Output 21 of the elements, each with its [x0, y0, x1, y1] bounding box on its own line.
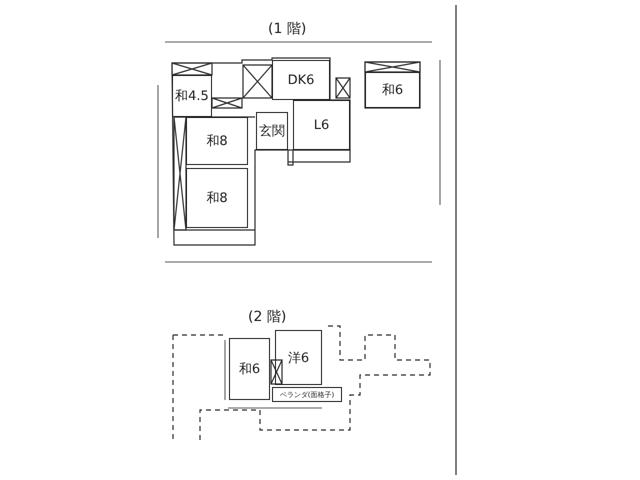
room-box: [229, 338, 270, 400]
floor-heading: (1 階): [268, 20, 306, 38]
room-box: [172, 75, 212, 117]
room-box: [272, 60, 330, 100]
room-label: 和8: [206, 190, 228, 207]
room-label: 和6: [382, 82, 404, 99]
room-label: 和6: [238, 361, 260, 378]
floor-heading: (2 階): [248, 308, 286, 326]
room-box: [256, 112, 288, 150]
room-label: 和8: [206, 133, 228, 150]
room-label: L6: [314, 118, 330, 132]
room-label: 玄関: [259, 123, 285, 140]
room-box: [293, 100, 350, 150]
room-label: DK6: [288, 72, 314, 88]
room-box: [365, 72, 420, 108]
room-label: 和4.5: [175, 88, 209, 105]
room-box: [275, 330, 322, 385]
room-box: [272, 387, 342, 402]
room-label: 洋6: [288, 350, 310, 366]
room-box: [186, 168, 248, 228]
room-box: [186, 117, 248, 165]
